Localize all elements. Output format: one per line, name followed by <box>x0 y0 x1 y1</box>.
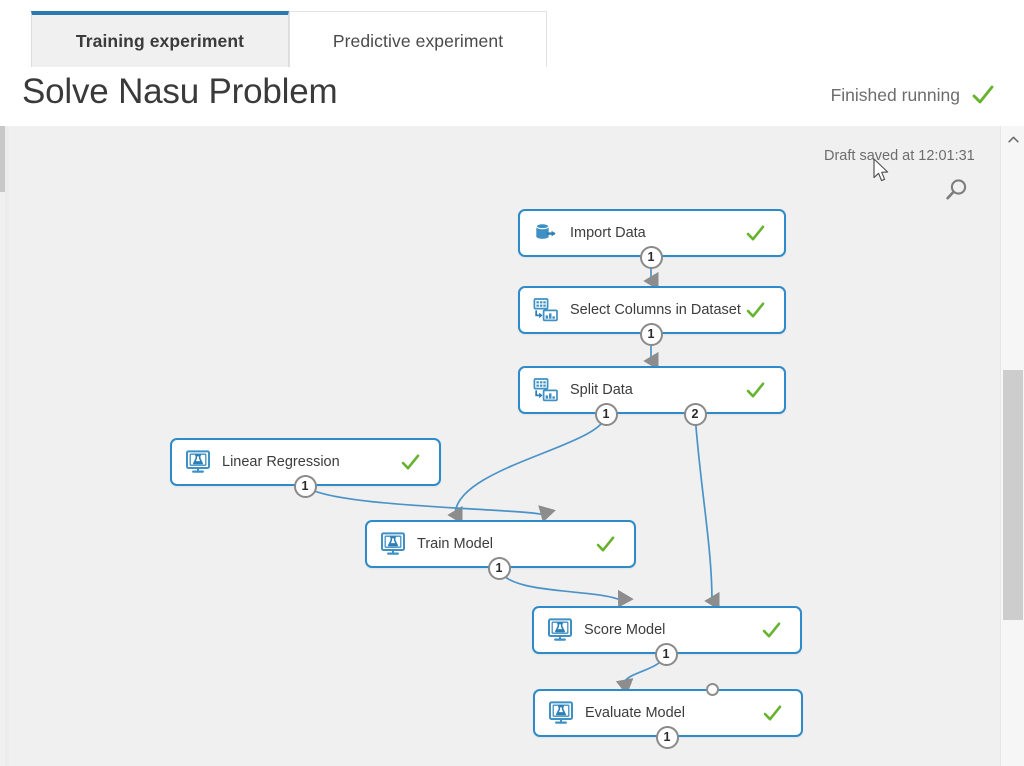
module-label: Linear Regression <box>222 454 340 470</box>
left-panel-handle[interactable] <box>0 126 5 192</box>
model-monitor-icon <box>548 700 574 726</box>
output-port-evaluate-model-1[interactable]: 1 <box>655 725 679 749</box>
model-monitor-icon <box>380 531 406 557</box>
output-port-import-data-1[interactable]: 1 <box>639 245 663 269</box>
module-label: Import Data <box>570 225 646 241</box>
module-label: Train Model <box>417 536 494 552</box>
database-import-icon <box>533 220 559 246</box>
canvas-inner: Draft saved at 12:01:31 <box>0 126 1024 766</box>
module-label: Score Model <box>584 622 666 638</box>
chevron-up-icon[interactable] <box>1001 130 1024 148</box>
model-monitor-icon <box>185 449 211 475</box>
experiment-canvas[interactable]: Draft saved at 12:01:31 <box>0 126 1024 766</box>
wire-linear-regression-1-to-train-model-in2 <box>304 485 556 523</box>
tab-predictive-experiment[interactable]: Predictive experiment <box>289 11 547 67</box>
check-icon <box>745 300 766 321</box>
output-port-select-columns-in-dataset-1[interactable]: 1 <box>639 322 663 346</box>
tab-predictive-experiment-label: Predictive experiment <box>332 30 504 51</box>
input-port-empty-evaluate-model-1[interactable] <box>705 682 719 696</box>
check-icon <box>972 85 994 104</box>
output-port-split-data-1[interactable]: 1 <box>594 402 618 426</box>
select-columns-icon <box>533 377 559 403</box>
wire-split-data-2-to-score-model-in2 <box>694 413 720 611</box>
output-port-linear-regression-1[interactable]: 1 <box>293 474 317 498</box>
title-bar <box>0 67 1024 126</box>
output-port-train-model-1[interactable]: 1 <box>487 556 511 580</box>
module-split-data[interactable]: Split Data <box>518 366 786 414</box>
check-icon <box>745 223 766 244</box>
tab-training-experiment[interactable]: Training experiment <box>31 11 289 67</box>
tab-strip: Training experiment Predictive experimen… <box>0 0 1024 67</box>
wire-split-data-1-to-train-model-in1 <box>447 413 607 525</box>
select-columns-icon <box>533 297 559 323</box>
connection-wires <box>304 245 720 696</box>
check-icon <box>400 452 421 473</box>
model-monitor-icon <box>547 617 573 643</box>
output-port-split-data-2[interactable]: 2 <box>683 402 707 426</box>
check-icon <box>745 380 766 401</box>
draft-saved-label: Draft saved at 12:01:31 <box>824 148 975 164</box>
tab-training-experiment-label: Training experiment <box>75 30 245 51</box>
search-icon[interactable] <box>942 176 970 204</box>
output-port-score-model-1[interactable]: 1 <box>654 642 678 666</box>
check-icon <box>762 703 783 724</box>
check-icon <box>595 534 616 555</box>
wire-train-model-1-to-score-model-in1 <box>498 567 634 608</box>
module-label: Split Data <box>570 382 633 398</box>
canvas-left-edge <box>5 126 9 766</box>
scrollbar-thumb[interactable] <box>1003 370 1023 620</box>
page-title: Solve Nasu Problem <box>22 72 338 111</box>
module-label: Evaluate Model <box>585 705 685 721</box>
run-status-text: Finished running <box>830 85 960 105</box>
check-icon <box>761 620 782 641</box>
vertical-scrollbar[interactable] <box>1000 126 1024 766</box>
module-label: Select Columns in Dataset <box>570 302 741 318</box>
